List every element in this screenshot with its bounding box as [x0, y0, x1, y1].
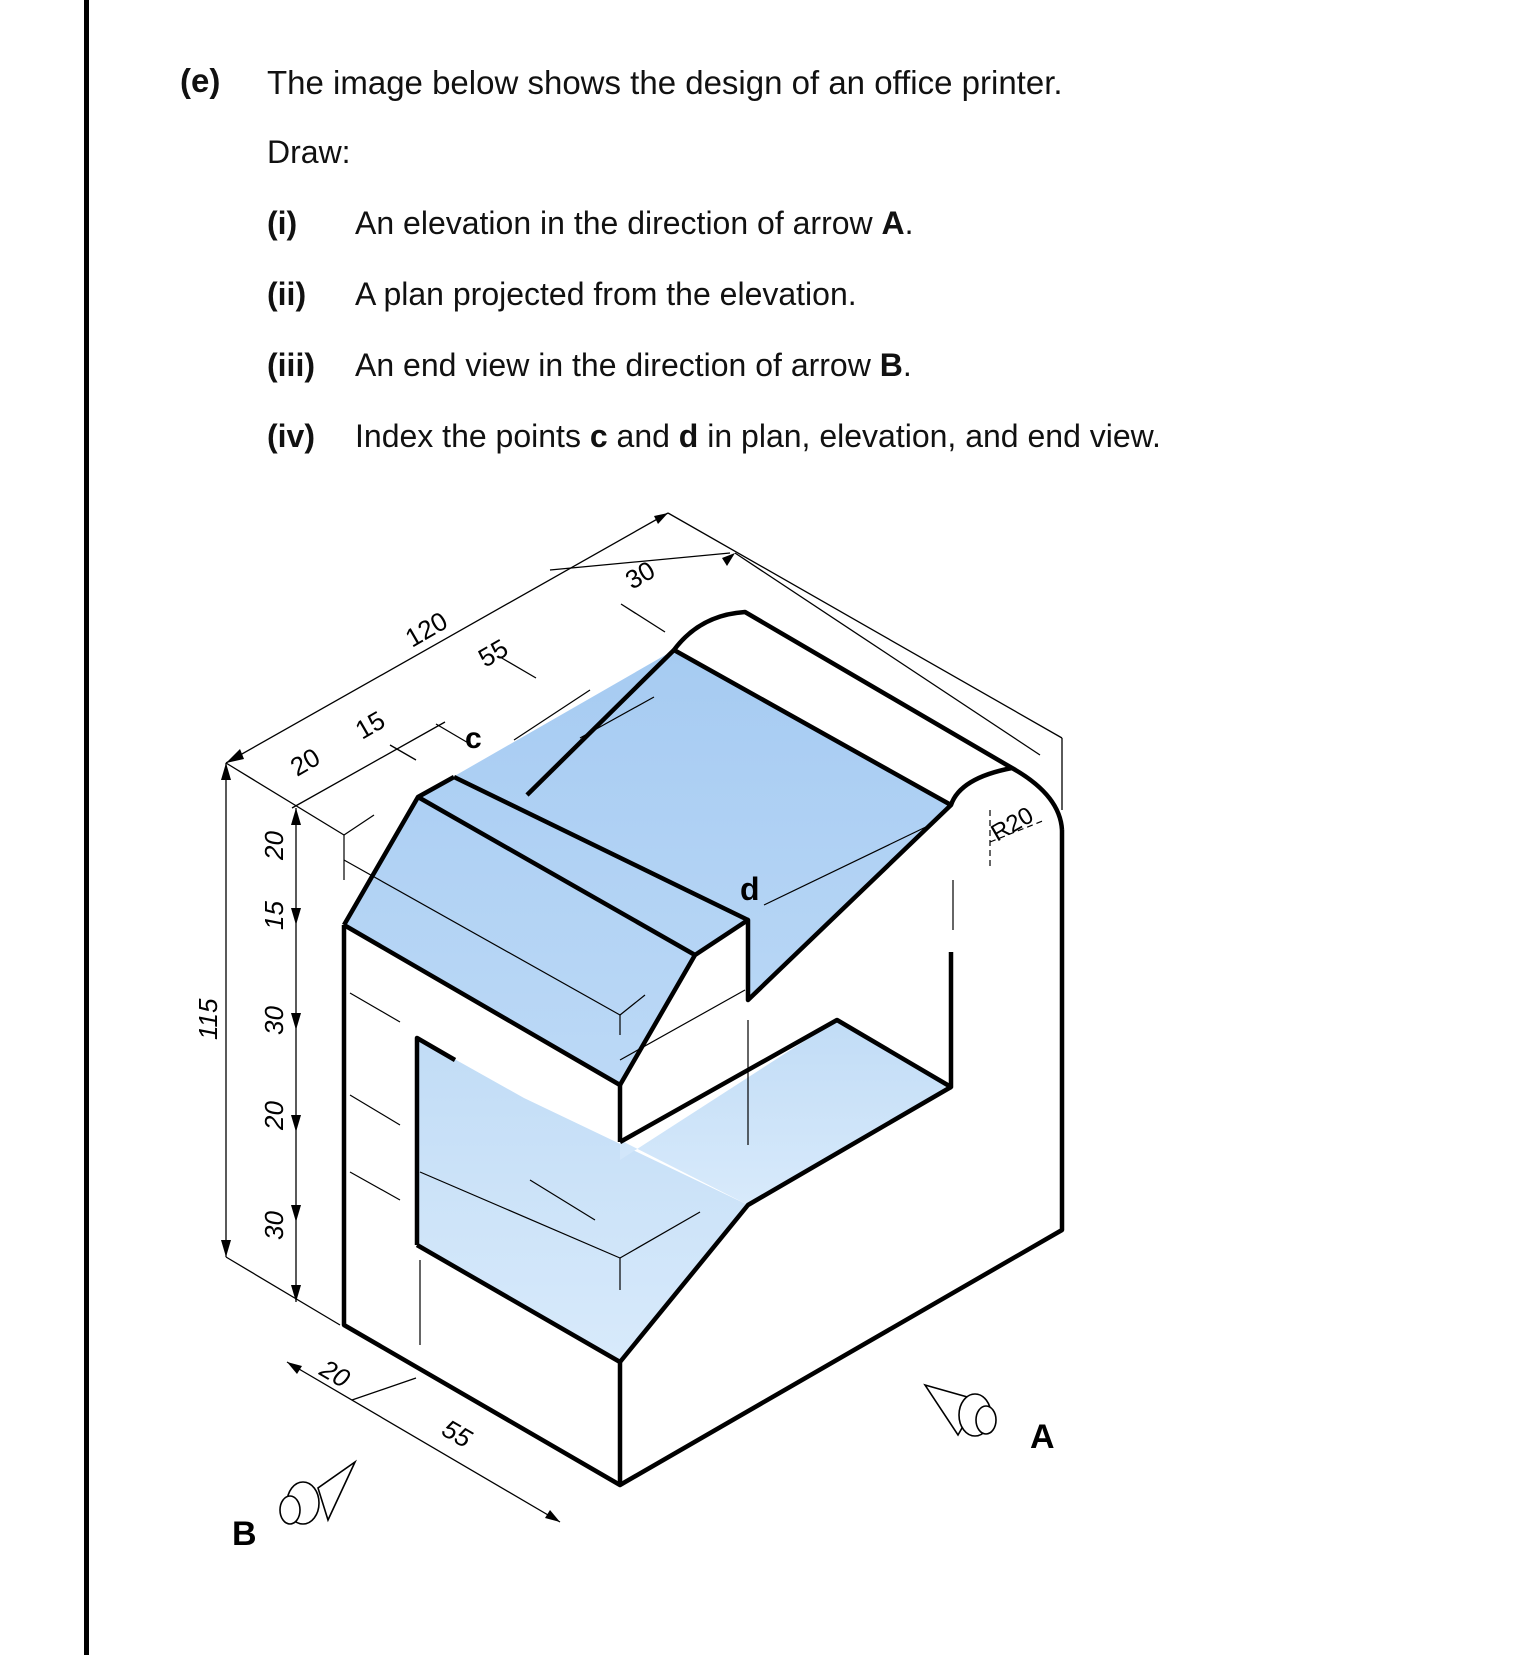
upper-sloped-face [344, 650, 951, 1085]
item-bold: A [881, 205, 905, 241]
dim-30-v1: 30 [259, 1006, 289, 1035]
dim-15-top: 15 [350, 705, 390, 745]
point-d-label: d [740, 871, 760, 907]
item-number: (iv) [267, 418, 315, 454]
view-arrow-b-label: B [232, 1515, 257, 1553]
dim-15-v: 15 [259, 901, 289, 930]
item-iv: (iv) Index the points c and d in plan, el… [267, 418, 1161, 455]
item-text-middle: and [607, 418, 679, 454]
object-outline [341, 609, 1065, 1488]
dim-20-v1: 20 [259, 831, 289, 861]
item-ii: (ii) A plan projected from the elevation. [267, 276, 857, 313]
dim-120: 120 [400, 606, 453, 654]
margin-rule [84, 0, 89, 1655]
draw-label: Draw: [267, 134, 351, 170]
dimension-arrowheads [221, 513, 735, 1522]
lower-sloped-face [417, 1038, 748, 1362]
question-label: (e) [180, 62, 221, 99]
dim-55-bottom: 55 [437, 1413, 478, 1454]
item-text-end: in plan, elevation, and end view. [698, 418, 1161, 454]
item-text-end: . [904, 205, 914, 241]
dim-20-bottom: 20 [314, 1353, 355, 1394]
item-bold-2: d [678, 418, 699, 454]
item-number: (i) [267, 205, 298, 241]
item-bold: c [589, 418, 608, 454]
printer-isometric-drawing: 120 55 30 20 15 115 20 15 30 20 30 20 55… [193, 512, 1065, 1553]
view-arrow-a [923, 1383, 997, 1437]
item-text: A plan projected from the elevation. [355, 276, 857, 312]
dim-55-top: 55 [473, 633, 513, 673]
question-intro: The image below shows the design of an o… [267, 64, 1063, 101]
dim-20-v2: 20 [259, 1101, 289, 1131]
item-i: (i) An elevation in the direction of arro… [267, 205, 914, 242]
item-bold: B [879, 347, 903, 383]
view-arrow-b [279, 1459, 357, 1525]
item-text: An elevation in the direction of arrow [355, 205, 882, 241]
item-text: Index the points [355, 418, 590, 454]
item-text: An end view in the direction of arrow [355, 347, 880, 383]
item-number: (ii) [267, 276, 307, 312]
item-text-end: . [902, 347, 912, 383]
inner-shelf-face [620, 1020, 951, 1205]
radius-marker [989, 810, 1046, 870]
construction-lines [343, 689, 954, 1345]
item-iii: (iii) An end view in the direction of arr… [267, 347, 912, 384]
point-c-label: c [465, 722, 482, 755]
view-arrow-a-label: A [1030, 1418, 1055, 1456]
item-number: (iii) [267, 347, 315, 383]
dim-30-v2: 30 [259, 1211, 289, 1240]
dim-115: 115 [193, 998, 223, 1040]
dim-20-top: 20 [285, 742, 325, 782]
